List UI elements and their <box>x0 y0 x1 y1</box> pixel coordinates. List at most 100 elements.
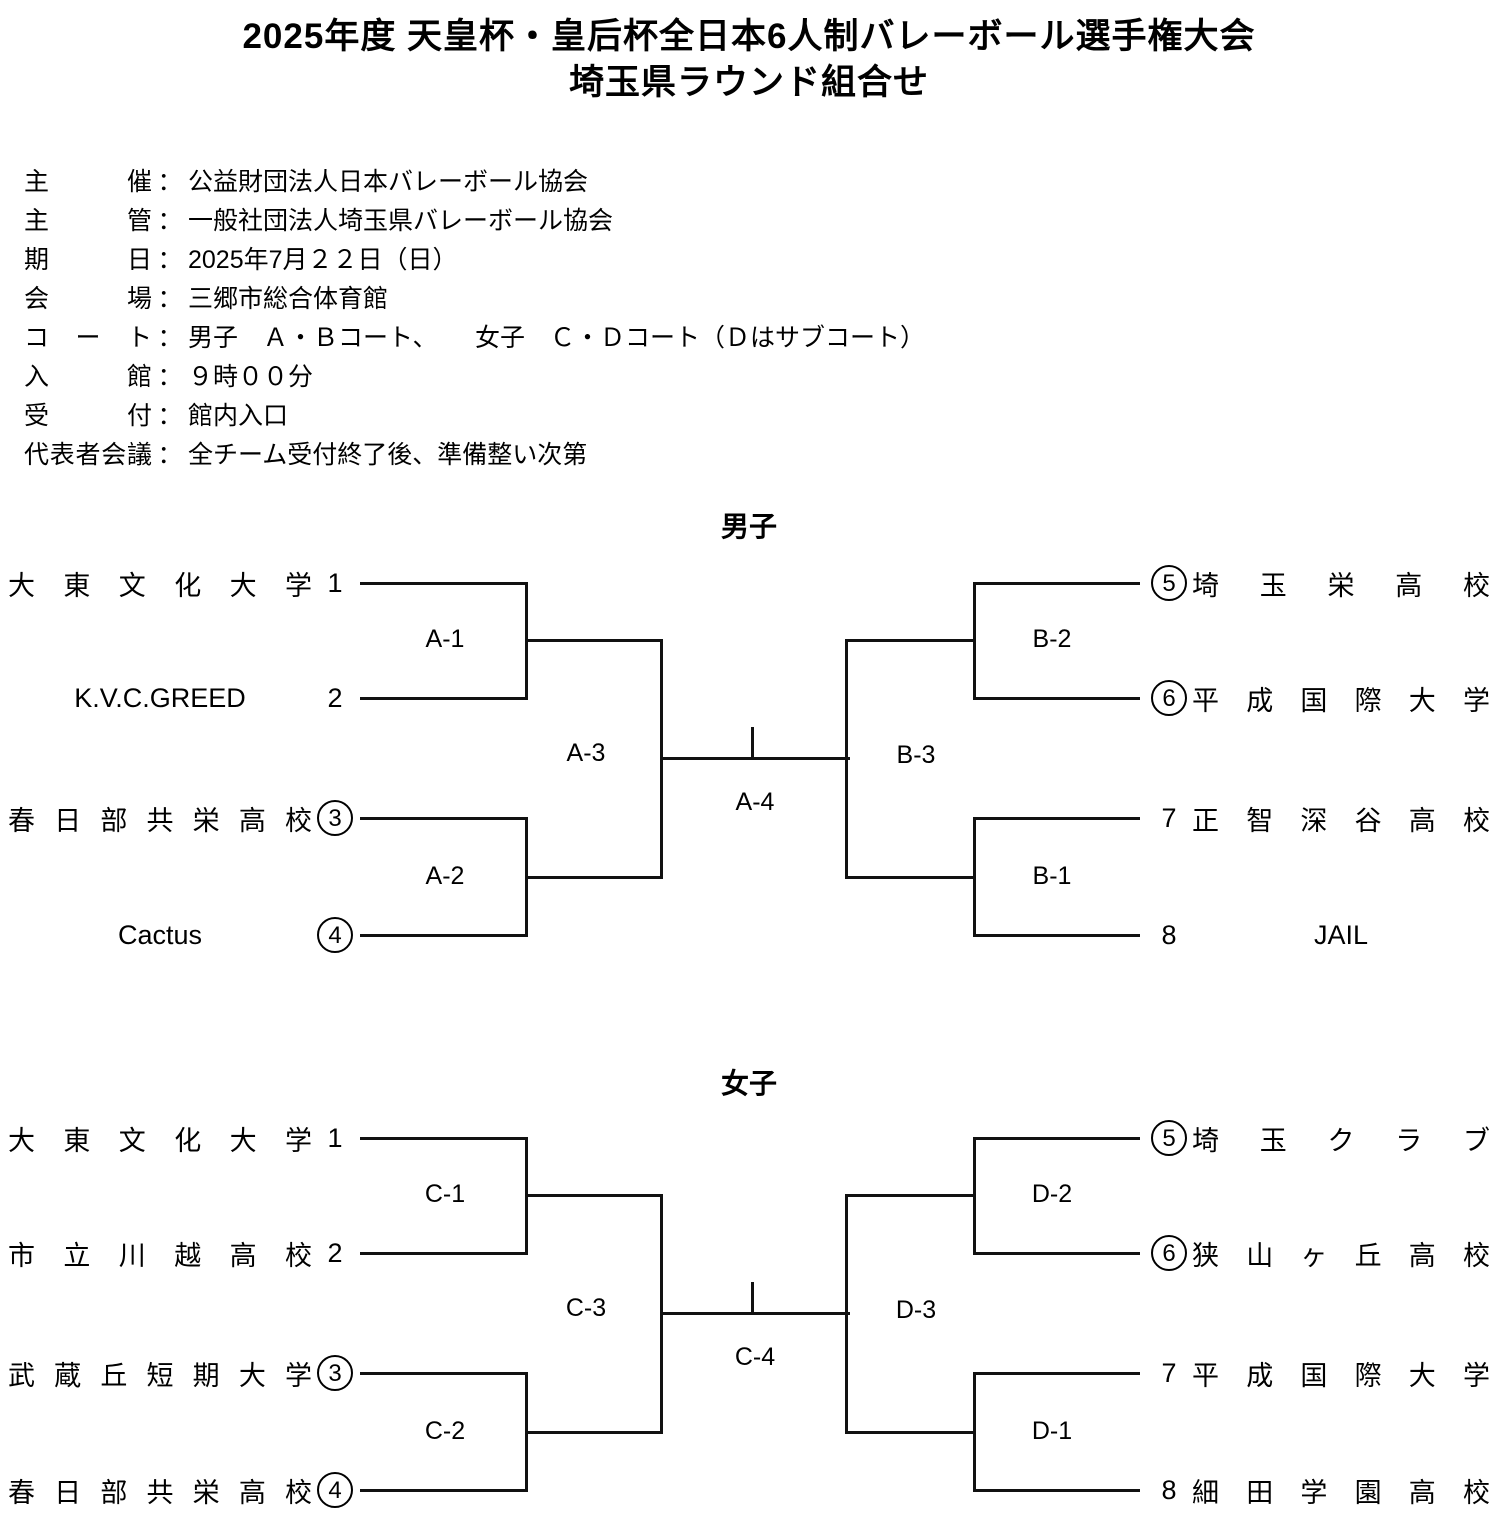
men-match-label-bottom-right: B-1 <box>1032 862 1072 890</box>
team-name: 大東文化大学 <box>8 570 312 601</box>
bracket-line <box>973 934 1140 937</box>
team-seed-circled: 4 <box>312 1472 358 1508</box>
info-value: 三郷市総合体育館 <box>188 284 389 313</box>
info-label: 受付 <box>24 401 152 430</box>
team-name: 狭山ヶ丘高校 <box>1192 1240 1490 1271</box>
info-row-courts: コート：男子 Ａ・Ｂコート、 女子 Ｃ・Ｄコート（Ｄはサブコート） <box>24 316 925 355</box>
info-value: 館内入口 <box>188 401 289 430</box>
team-seed: 1 <box>327 1122 343 1153</box>
team-seed-circled: 5 <box>1146 565 1192 601</box>
team-seed-circled: 6 <box>1146 680 1192 716</box>
info-row-captains-meeting: 代表者会議：全チーム受付終了後、準備整い次第 <box>24 433 925 472</box>
bracket-line <box>973 1372 1140 1375</box>
info-row-organizer: 主催：公益財団法人日本バレーボール協会 <box>24 160 925 199</box>
men-match-label-top-left: A-1 <box>425 625 465 653</box>
info-colon: ： <box>157 401 183 430</box>
bracket-line <box>525 1194 663 1197</box>
info-row-date: 期日：2025年7月２２日（日） <box>24 238 925 277</box>
team-row-men-4: Cactus 4 <box>8 913 358 957</box>
team-seed: 8 <box>1161 919 1177 950</box>
team-name: 春日部共栄高校 <box>8 805 312 836</box>
bracket-line <box>845 1431 976 1434</box>
women-match-label-semi-left: C-3 <box>565 1294 607 1322</box>
team-row-women-8: 8 細田学園高校 <box>1146 1468 1490 1512</box>
team-row-women-5: 5 埼玉クラブ <box>1146 1116 1490 1160</box>
info-label: コート <box>24 323 152 352</box>
team-name: 平成国際大学 <box>1192 1360 1490 1391</box>
info-value: ９時００分 <box>188 362 314 391</box>
info-label: 会場 <box>24 284 152 313</box>
info-colon: ： <box>157 206 183 235</box>
women-match-label-bottom-right: D-1 <box>1031 1417 1073 1445</box>
bracket-line <box>360 817 527 820</box>
bracket-line <box>845 876 976 879</box>
info-label: 主管 <box>24 206 152 235</box>
info-value: 2025年7月２２日（日） <box>188 245 458 274</box>
info-colon: ： <box>157 440 183 469</box>
team-seed: 2 <box>327 1237 343 1268</box>
men-match-label-top-right: B-2 <box>1032 625 1072 653</box>
team-row-men-6: 6 平成国際大学 <box>1146 676 1490 720</box>
info-colon: ： <box>157 245 183 274</box>
bracket-line <box>360 582 527 585</box>
team-seed: 1 <box>327 567 343 598</box>
team-name: 正智深谷高校 <box>1192 805 1490 836</box>
women-match-label-final: C-4 <box>734 1343 776 1371</box>
women-match-label-bottom-left: C-2 <box>424 1417 466 1445</box>
bracket-line <box>360 934 527 937</box>
bracket-line <box>660 1312 850 1315</box>
team-seed: 2 <box>327 682 343 713</box>
team-row-women-6: 6 狭山ヶ丘高校 <box>1146 1231 1490 1275</box>
bracket-line <box>973 582 1140 585</box>
team-row-men-3: 春日部共栄高校 3 <box>8 796 358 840</box>
info-row-reception: 受付：館内入口 <box>24 394 925 433</box>
bracket-line <box>973 817 1140 820</box>
team-seed: 7 <box>1161 802 1177 833</box>
team-row-women-4: 春日部共栄高校 4 <box>8 1468 358 1512</box>
team-name: 春日部共栄高校 <box>8 1477 312 1508</box>
team-row-men-2: K.V.C.GREED 2 <box>8 676 358 720</box>
team-row-men-1: 大東文化大学 1 <box>8 561 358 605</box>
women-bracket-header: 女子 <box>720 1068 777 1099</box>
bracket-line <box>751 1282 754 1315</box>
info-label: 代表者会議 <box>24 440 152 469</box>
info-row-management: 主管：一般社団法人埼玉県バレーボール協会 <box>24 199 925 238</box>
bracket-line <box>660 757 850 760</box>
bracket-line <box>845 639 848 879</box>
page-title: 2025年度 天皇杯・皇后杯全日本6人制バレーボール選手権大会 埼玉県ラウンド組… <box>0 14 1498 105</box>
bracket-line <box>525 639 663 642</box>
bracket-line <box>360 1489 527 1492</box>
men-match-label-final: A-4 <box>735 788 775 816</box>
team-name: JAIL <box>1313 919 1369 950</box>
team-name: 埼玉栄高校 <box>1192 570 1490 601</box>
team-seed-circled: 4 <box>312 917 358 953</box>
team-row-men-7: 7 正智深谷高校 <box>1146 796 1490 840</box>
men-match-label-bottom-left: A-2 <box>425 862 465 890</box>
info-colon: ： <box>157 323 183 352</box>
team-seed-circled: 6 <box>1146 1235 1192 1271</box>
team-row-women-2: 市立川越高校 2 <box>8 1231 358 1275</box>
team-row-men-8: 8 JAIL <box>1146 913 1490 957</box>
bracket-line <box>973 697 1140 700</box>
team-name: 平成国際大学 <box>1192 685 1490 716</box>
bracket-line <box>751 727 754 760</box>
team-name: 武蔵丘短期大学 <box>8 1360 312 1391</box>
team-name: 埼玉クラブ <box>1192 1125 1490 1156</box>
info-value: 公益財団法人日本バレーボール協会 <box>188 167 589 196</box>
info-colon: ： <box>157 284 183 313</box>
men-match-label-semi-right: B-3 <box>896 741 936 769</box>
info-label: 期日 <box>24 245 152 274</box>
bracket-line <box>360 1137 527 1140</box>
team-row-women-1: 大東文化大学 1 <box>8 1116 358 1160</box>
men-bracket: 大東文化大学 1 K.V.C.GREED 2 春日部共栄高校 3 Cactus … <box>0 545 1498 970</box>
women-match-label-semi-right: D-3 <box>895 1296 937 1324</box>
title-line-2: 埼玉県ラウンド組合せ <box>568 62 929 102</box>
bracket-line <box>973 1252 1140 1255</box>
bracket-line <box>525 876 663 879</box>
team-name: 大東文化大学 <box>8 1125 312 1156</box>
info-colon: ： <box>157 362 183 391</box>
event-info: 主催：公益財団法人日本バレーボール協会 主管：一般社団法人埼玉県バレーボール協会… <box>24 160 925 472</box>
title-line-1: 2025年度 天皇杯・皇后杯全日本6人制バレーボール選手権大会 <box>242 17 1256 56</box>
info-label: 主催 <box>24 167 152 196</box>
